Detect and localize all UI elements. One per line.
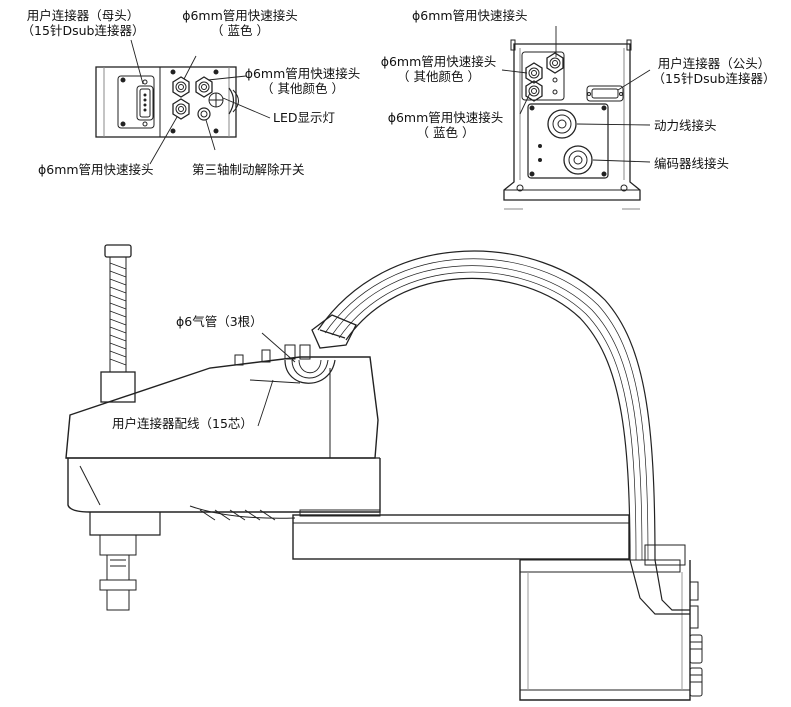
label-encoder-connector: 编码器线接头 [654,156,730,171]
label-fitting-other-left: ϕ6mm管用快速接头 （ 其他颜色 ） [244,66,361,96]
cable-duct [311,250,690,615]
quick-fitting-other-left [195,76,213,98]
power-cable-connector [547,109,577,139]
leader-lines-left [130,39,271,165]
encoder-cable-connector [563,145,593,175]
label-fitting-bottom-left: ϕ6mm管用快速接头 [38,162,154,177]
dsub-male-connector [586,85,624,102]
base-rear-panel [503,39,641,210]
label-brake-release-switch: 第三轴制动解除开关 [192,162,305,177]
label-user-connector-female: 用户连接器（母头） （15针Dsub连接器） [21,8,145,38]
label-fitting-blue-left: ϕ6mm管用快速接头 （ 蓝色 ） [182,8,298,38]
ball-screw-shaft [100,244,136,403]
quick-fitting-other-right [525,62,543,84]
spindle-end [89,512,161,611]
scara-robot-side-view [65,244,703,701]
label-led: LED显示灯 [273,110,335,125]
quick-fitting-blue-left [172,76,190,98]
label-fitting-blue-right: ϕ6mm管用快速接头 （ 蓝色 ） [387,110,504,140]
label-user-connector-male: 用户连接器（公头） （15针Dsub连接器） [652,56,776,86]
arm-end-panel [95,66,239,138]
brake-release-switch [197,107,211,121]
label-air-tubes: ϕ6气管（3根） [176,314,263,329]
leader-lines-bottom [257,332,296,427]
label-fitting-other-right: ϕ6mm管用快速接头 （ 其他颜色 ） [380,54,497,84]
label-power-connector: 动力线接头 [654,118,717,133]
quick-fitting-bottom-left [172,98,190,120]
air-tube-loop [284,359,336,384]
quick-fitting-blue-right [525,80,543,102]
robot-base [519,559,703,701]
arm-one-body [189,505,630,560]
label-user-wiring: 用户连接器配线（15芯） [112,416,253,431]
quick-fitting-top-right [546,52,564,74]
label-fitting-top-right: ϕ6mm管用快速接头 [412,8,528,23]
led-indicator [208,92,224,108]
leader-lines-right [501,26,651,163]
dsub-female-connector [136,79,154,127]
